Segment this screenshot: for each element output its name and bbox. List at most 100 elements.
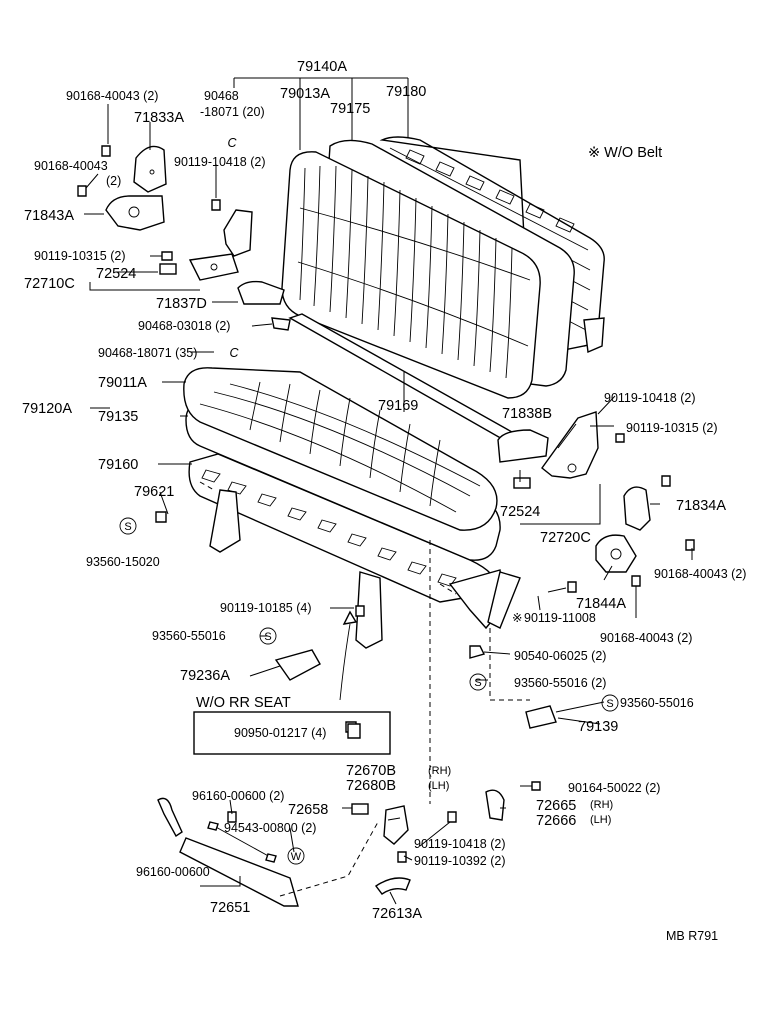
wo-rr-seat-label: W/O RR SEAT xyxy=(196,695,291,711)
callout-90540-06025-2: 90540-06025 (2) xyxy=(514,649,606,663)
callout-90168-40043-2-right2: 90168-40043 (2) xyxy=(600,631,692,645)
badge-s-93560-15020: S xyxy=(119,517,137,535)
callout-79621: 79621 xyxy=(134,484,174,500)
callout-79135: 79135 xyxy=(98,409,138,425)
callout-72524-left: 72524 xyxy=(96,266,136,282)
callout-72613A: 72613A xyxy=(372,906,422,922)
hinge-cover-71834A xyxy=(623,486,651,531)
cover-71838B xyxy=(497,429,549,463)
seat-cushion-frame-79160 xyxy=(188,453,521,649)
qualifier-rh-72670B: (RH) xyxy=(428,765,451,777)
callout-72680B: 72680B xyxy=(346,778,396,794)
wo-rr-seat-box xyxy=(193,711,391,755)
callout-90119-10315-2-right: 90119-10315 (2) xyxy=(626,421,718,435)
callout-96160-00600-2: 96160-00600 (2) xyxy=(192,789,284,803)
callout-90468-18071-20-line2: -18071 (20) xyxy=(200,105,265,119)
direction-arrow xyxy=(339,610,358,701)
callout-90119-10418-2-bottom: 90119-10418 (2) xyxy=(414,837,506,851)
seat-cushion-cover-79011A xyxy=(183,367,498,531)
callout-72524-right: 72524 xyxy=(500,504,540,520)
qualifier-lh-72666: (LH) xyxy=(590,814,611,826)
callout-72670B: 72670B xyxy=(346,763,396,779)
callout-94543-00800-2: 94543-00800 (2) xyxy=(224,821,316,835)
hinge-cover-71844A xyxy=(595,534,637,573)
pin-72524-right xyxy=(513,477,531,489)
cover-71837D xyxy=(237,280,285,305)
callout-90168-40043-mid-line1: 90168-40043 xyxy=(34,159,108,173)
callout-96160-00600: 96160-00600 xyxy=(136,865,210,879)
wire-72613A xyxy=(374,877,411,895)
badge-c-label: C xyxy=(229,346,239,360)
callout-90468-18071-20-line1: 90468 xyxy=(204,89,239,103)
mark-symbol: ※ xyxy=(512,611,522,625)
hinge-cover-71833A xyxy=(133,145,167,193)
wo-belt-note: ※ W/O Belt xyxy=(588,145,662,161)
callout-72658: 72658 xyxy=(288,802,328,818)
badge-w-label: W xyxy=(291,851,302,863)
callout-90468-03018-2: 90468-03018 (2) xyxy=(138,319,230,333)
spacer-72658 xyxy=(351,803,369,815)
cover-79236A xyxy=(274,649,321,681)
link-assembly-72651 xyxy=(157,797,299,907)
badge-s-label: S xyxy=(124,521,131,533)
callout-90119-10418-2-right: 90119-10418 (2) xyxy=(604,391,696,405)
callout-79011A: 79011A xyxy=(98,375,147,391)
callout-71838B: 71838B xyxy=(502,406,552,422)
callout-90950-01217-4: 90950-01217 (4) xyxy=(234,726,326,740)
badge-s-93560-55016-left: S xyxy=(259,627,277,645)
callout-71844A: 71844A xyxy=(576,596,626,612)
seat-back-cover-79013A xyxy=(281,151,541,399)
qualifier-rh-72665: (RH) xyxy=(590,799,613,811)
callout-93560-15020: 93560-15020 xyxy=(86,555,160,569)
badge-s-93560-55016-2: S xyxy=(469,673,487,691)
callout-71833A: 71833A xyxy=(134,110,184,126)
badge-s-label: S xyxy=(606,698,613,710)
cover-79139 xyxy=(525,705,557,729)
callout-72651: 72651 xyxy=(210,900,250,916)
callout-90168-40043-2-right1: 90168-40043 (2) xyxy=(654,567,746,581)
footer-code: MB R791 xyxy=(666,929,718,943)
callout-79013A: 79013A xyxy=(280,86,330,102)
callout-79160: 79160 xyxy=(98,457,138,473)
leader-lines xyxy=(84,77,693,905)
badge-s-93560-55016-right: S xyxy=(601,694,619,712)
callout-79180: 79180 xyxy=(386,84,426,100)
callout-90119-10185-4: 90119-10185 (4) xyxy=(220,601,312,615)
hinge-bracket-72720C xyxy=(541,411,599,479)
callout-90119-10392-2: 90119-10392 (2) xyxy=(414,854,506,868)
callout-71834A: 71834A xyxy=(676,498,726,514)
callout-72720C: 72720C xyxy=(540,530,591,546)
callout-93560-55016-left: 93560-55016 xyxy=(152,629,226,643)
callout-72665: 72665 xyxy=(536,798,576,814)
callout-71843A: 71843A xyxy=(24,208,74,224)
callout-93560-55016-right: 93560-55016 xyxy=(620,696,694,710)
clip-90468-03018 xyxy=(271,317,291,331)
callout-90119-10418-2-left: 90119-10418 (2) xyxy=(174,155,266,169)
badge-w-94543-00800: W xyxy=(287,847,305,865)
callout-90168-40043-mid-line2: (2) xyxy=(106,174,121,188)
hinge-cover-71843A xyxy=(105,195,165,231)
hinge-bracket-72710C xyxy=(188,209,253,281)
callout-79120A: 79120A xyxy=(22,401,72,417)
callout-72710C: 72710C xyxy=(24,276,75,292)
callout-79236A: 79236A xyxy=(180,668,230,684)
callout-79169: 79169 xyxy=(378,398,418,414)
callout-79175: 79175 xyxy=(330,101,370,117)
callout-93560-55016-2: 93560-55016 (2) xyxy=(514,676,606,690)
callout-79139: 79139 xyxy=(578,719,618,735)
lock-72670B xyxy=(383,805,409,845)
callout-79140A: 79140A xyxy=(297,59,347,75)
striker-72665 xyxy=(485,789,505,821)
callout-90119-11008: 90119-11008 xyxy=(524,611,596,625)
badge-s-label: S xyxy=(264,631,271,643)
badge-s-label: S xyxy=(474,677,481,689)
callout-71837D: 71837D xyxy=(156,296,207,312)
bolt-markers xyxy=(77,145,695,863)
callout-72666: 72666 xyxy=(536,813,576,829)
callout-90168-40043-2-top: 90168-40043 (2) xyxy=(66,89,158,103)
pin-72524-left xyxy=(159,263,177,275)
badge-c-label: C xyxy=(227,136,237,150)
callout-90164-50022-2: 90164-50022 (2) xyxy=(568,781,660,795)
